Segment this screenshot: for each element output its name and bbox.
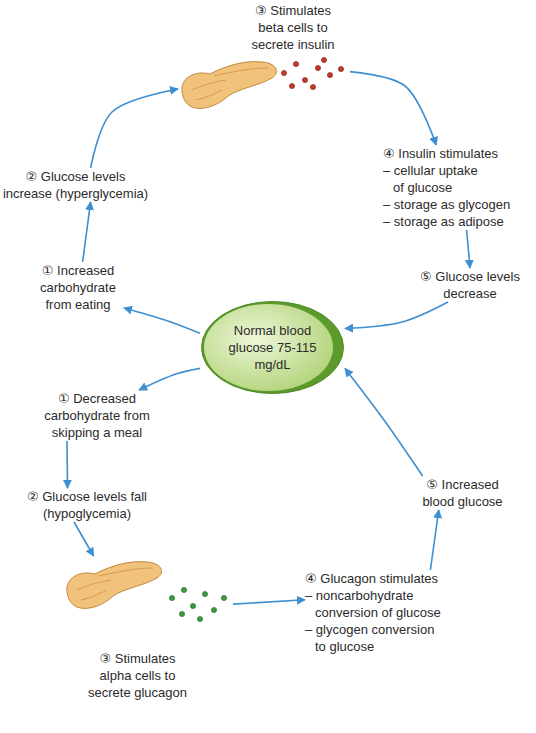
pancreas-shape <box>67 562 162 609</box>
flow-arrow <box>124 308 200 333</box>
step-text: ⑤ Increased blood glucose <box>415 476 510 510</box>
step-node: ③ Stimulates alpha cells to secrete gluc… <box>28 556 233 728</box>
step-text: ③ Stimulates alpha cells to secrete gluc… <box>85 650 191 701</box>
ellipse-rim <box>202 302 344 394</box>
flow-arrow <box>83 202 91 262</box>
step-node: ① Decreased carbohydrate from skipping a… <box>37 390 157 441</box>
pancreas-texture <box>77 568 153 600</box>
flow-arrow <box>91 89 178 168</box>
flow-arrow <box>345 368 423 476</box>
list-item: – glycogen conversion to glucose <box>305 621 441 655</box>
step-text: ① Decreased carbohydrate from skipping a… <box>37 390 157 441</box>
pancreas-beta <box>182 57 344 108</box>
pancreas-texture <box>192 68 268 100</box>
list-item: – storage as adipose <box>383 213 535 230</box>
step-text: ③ Stimulates beta cells to secrete insul… <box>246 2 341 53</box>
flow-arrow <box>139 368 200 390</box>
step-text: Normal blood glucose 75-115 mg/dL <box>228 322 318 373</box>
step-node: ⑤ Glucose levels decrease <box>415 268 525 302</box>
step-text: ④ Insulin stimulates <box>383 145 535 162</box>
flow-arrow <box>233 600 305 604</box>
step-text: ④ Glucagon stimulates <box>305 570 533 587</box>
flow-arrow <box>66 441 68 488</box>
step-text: ② Glucose levels fall (hypoglycemia) <box>22 488 152 522</box>
step-node: ③ Stimulates beta cells to secrete insul… <box>178 2 350 118</box>
step-node: ① Increased carbohydrate from eating <box>32 262 124 313</box>
insulin-granules <box>281 57 343 89</box>
step-node: ⑤ Increased blood glucose <box>415 476 510 510</box>
flow-arrow <box>467 230 470 268</box>
flow-arrow <box>350 72 436 145</box>
glucagon-granules <box>169 587 226 621</box>
step-node: ④ Glucagon stimulates– noncarbohydrate c… <box>305 570 533 655</box>
ellipse-fill <box>204 304 333 391</box>
step-node: ② Glucose levels increase (hyperglycemia… <box>0 168 151 202</box>
pancreas-alpha <box>67 562 227 622</box>
ellipse-node: Normal blood glucose 75-115 mg/dL <box>200 300 345 395</box>
list-item: – storage as glycogen <box>383 196 535 213</box>
step-text: ① Increased carbohydrate from eating <box>32 262 124 313</box>
step-node: ② Glucose levels fall (hypoglycemia) <box>22 488 152 522</box>
flow-arrow <box>430 510 438 570</box>
list-item: – noncarbohydrate conversion of glucose <box>305 587 455 621</box>
step-node: ④ Insulin stimulates– cellular uptake of… <box>383 145 535 230</box>
flow-arrow <box>74 522 94 556</box>
list-item: – cellular uptake of glucose <box>383 162 483 196</box>
step-text: ② Glucose levels increase (hyperglycemia… <box>0 168 151 202</box>
pancreas-shape <box>182 62 277 109</box>
step-text: ⑤ Glucose levels decrease <box>415 268 525 302</box>
flow-arrow <box>345 302 448 329</box>
